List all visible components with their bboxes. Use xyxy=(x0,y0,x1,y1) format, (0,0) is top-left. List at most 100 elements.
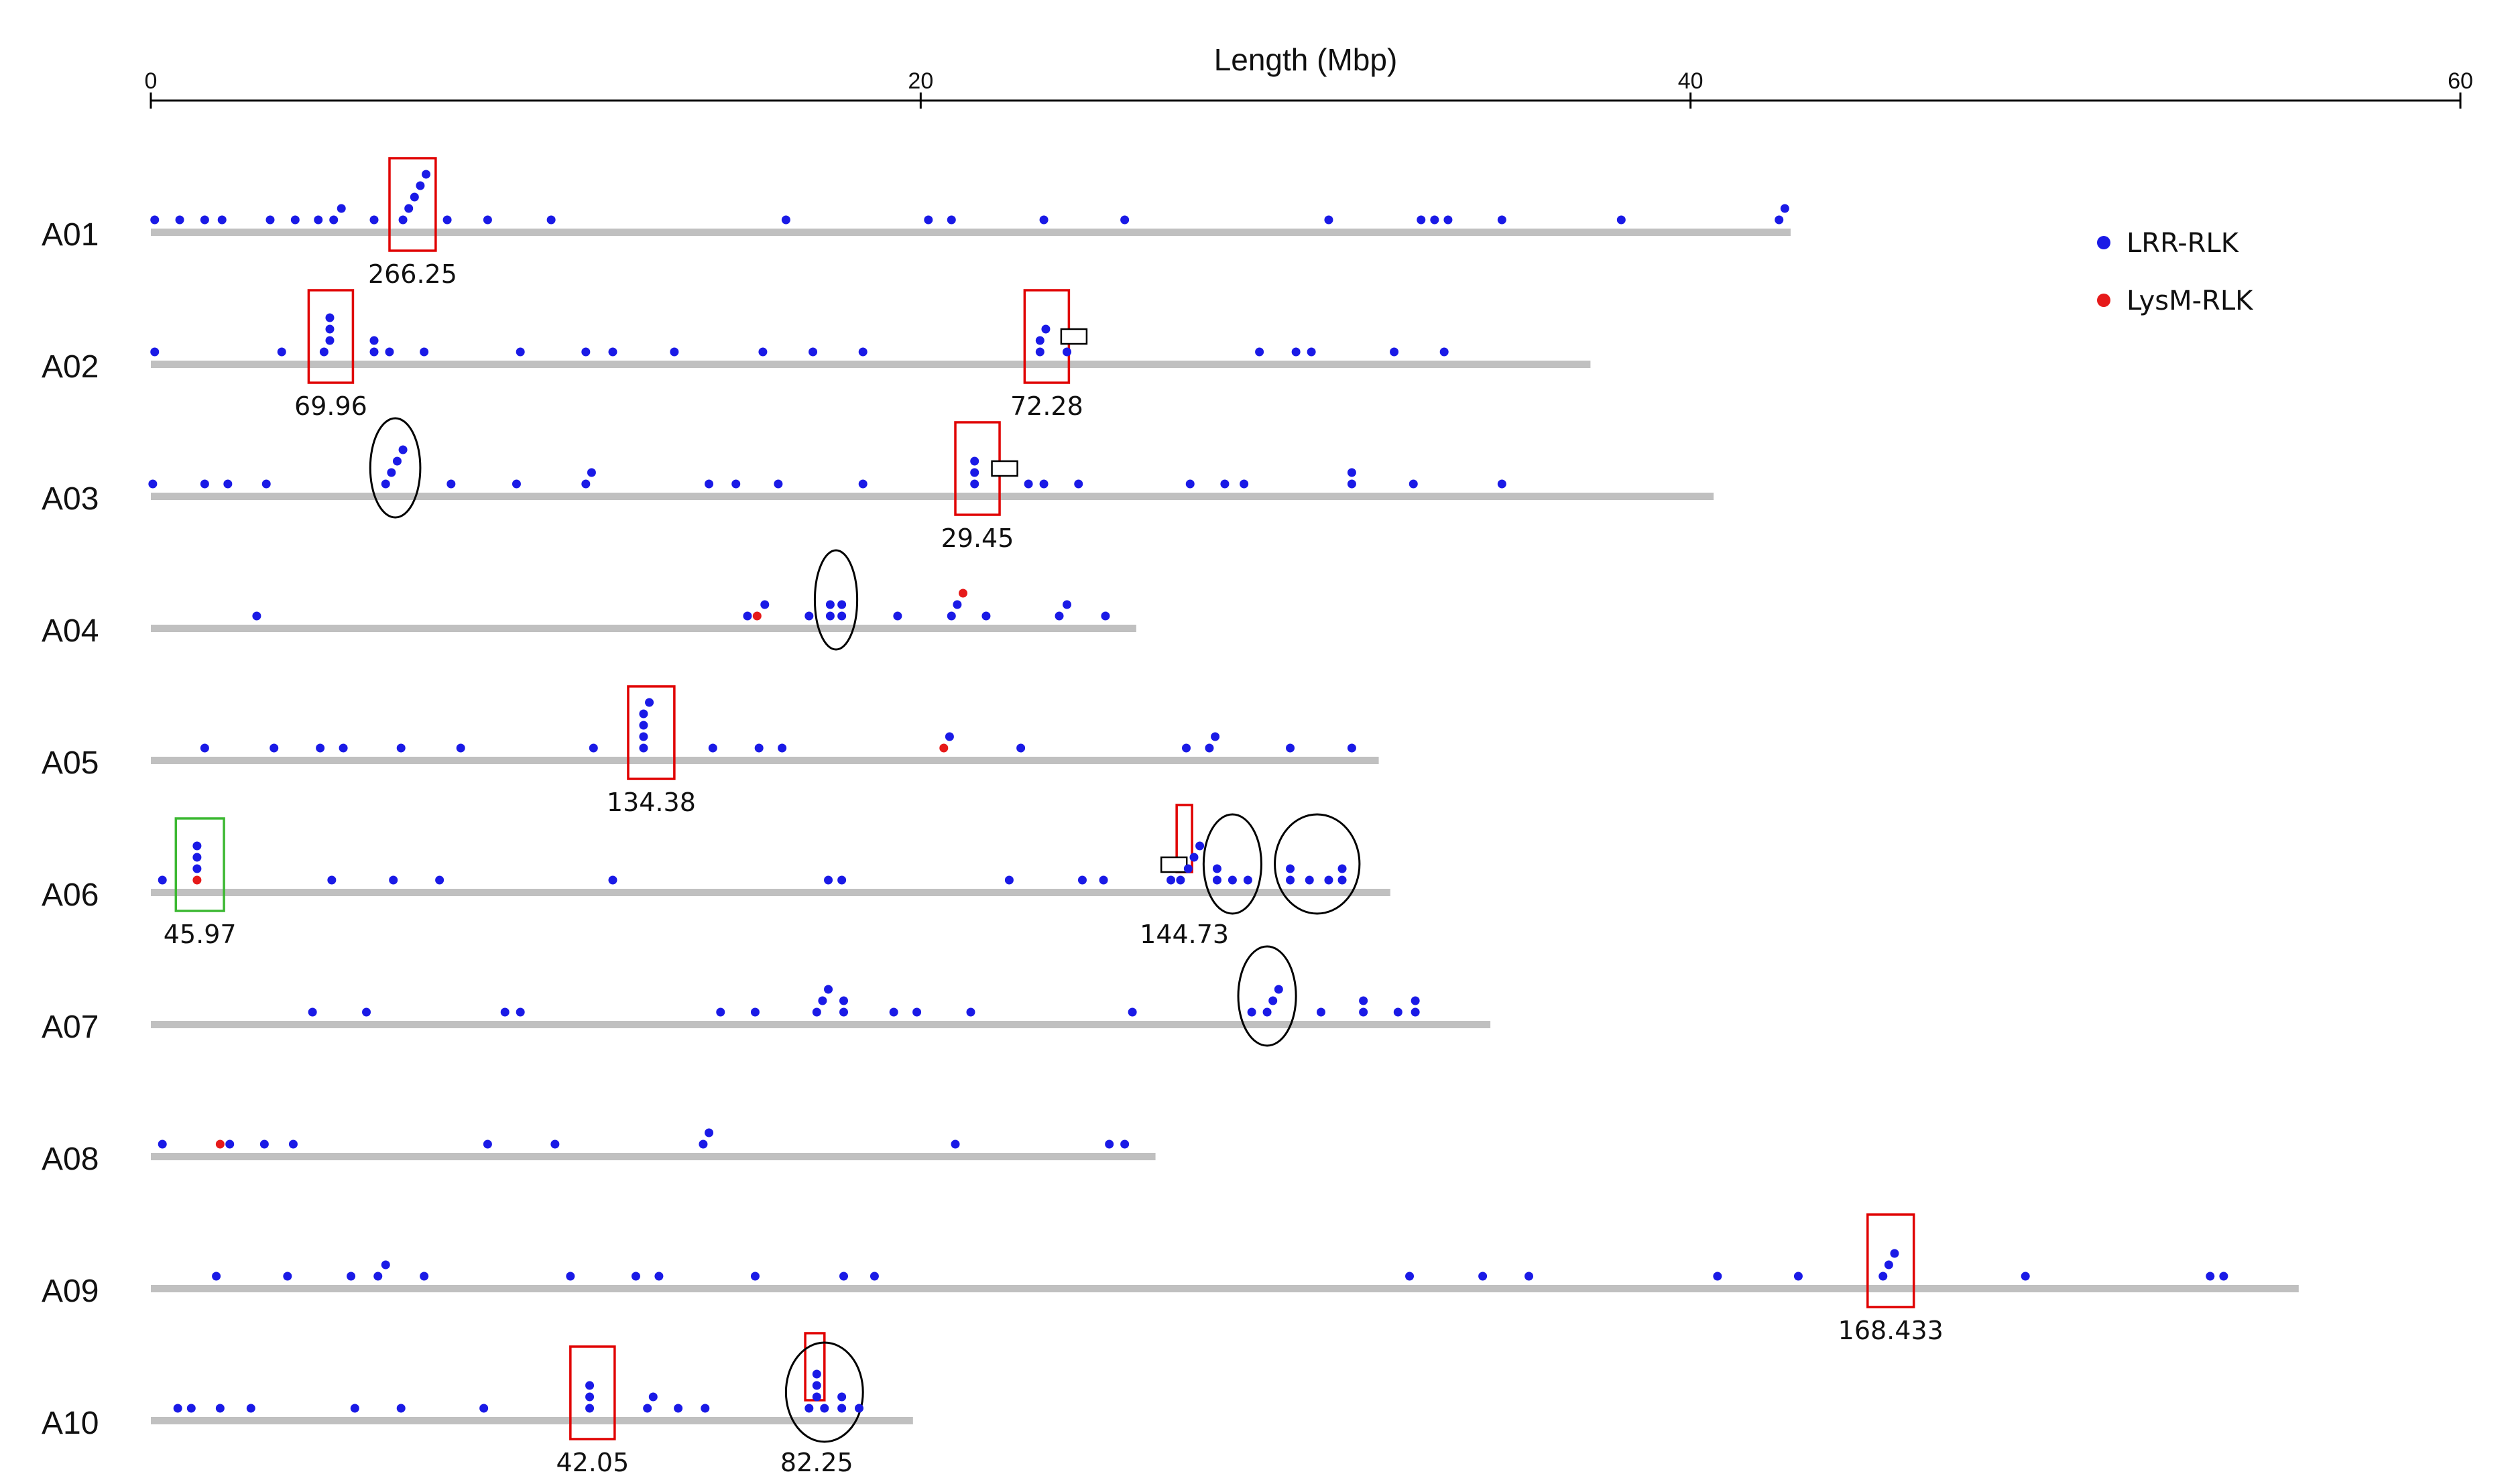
gene-dot xyxy=(858,347,868,357)
gene-dot xyxy=(215,1404,225,1413)
gene-dot xyxy=(837,600,847,609)
cluster-box xyxy=(627,685,676,780)
gene-dot xyxy=(824,875,833,885)
gene-dot xyxy=(325,324,335,334)
gene-dot xyxy=(1337,875,1347,885)
legend-label: LysM-RLK xyxy=(2127,286,2254,316)
gene-dot xyxy=(585,1392,595,1402)
gene-dot xyxy=(212,1272,221,1281)
gene-dot xyxy=(1286,864,1295,873)
gene-dot xyxy=(1185,479,1195,489)
gene-dot xyxy=(1305,875,1314,885)
gene-dot xyxy=(2206,1272,2215,1281)
gene-dot xyxy=(259,1139,269,1149)
gene-dot xyxy=(1039,479,1049,489)
gene-dot xyxy=(1497,215,1506,225)
gene-dot xyxy=(953,600,962,609)
gene-dot xyxy=(398,215,408,225)
gene-dot xyxy=(639,721,648,730)
gene-dot xyxy=(369,215,379,225)
gene-dot xyxy=(192,853,202,862)
gene-dot xyxy=(483,215,492,225)
gene-dot xyxy=(970,479,979,489)
gene-dot xyxy=(708,743,717,753)
gene-dot xyxy=(1240,479,1249,489)
gene-dot xyxy=(837,1392,847,1402)
gene-dot xyxy=(760,600,770,609)
gene-dot xyxy=(654,1272,664,1281)
gene-dot xyxy=(1409,479,1418,489)
gene-dot xyxy=(416,181,425,190)
chromosome-bar xyxy=(151,757,1379,764)
gene-dot xyxy=(674,1404,683,1413)
gene-dot xyxy=(837,875,847,885)
gene-dot xyxy=(435,875,444,885)
gene-dot xyxy=(442,215,452,225)
gene-dot xyxy=(639,743,648,753)
cluster-box xyxy=(388,157,437,252)
gene-dot xyxy=(608,347,617,357)
gene-dot xyxy=(1016,743,1026,753)
gene-dot xyxy=(585,1381,595,1390)
gene-dot xyxy=(1063,347,1072,357)
gene-dot xyxy=(200,743,209,753)
gene-dot xyxy=(215,1139,225,1149)
x-tick-label: 60 xyxy=(2448,68,2473,94)
gene-dot xyxy=(546,215,556,225)
gene-dot xyxy=(369,347,379,357)
gene-dot xyxy=(1411,996,1420,1005)
gene-dot xyxy=(1211,732,1220,741)
gene-dot xyxy=(645,698,654,707)
gene-dot xyxy=(1274,985,1283,994)
gene-dot xyxy=(752,611,762,621)
gene-dot xyxy=(587,468,596,477)
gene-dot xyxy=(774,479,783,489)
gene-dot xyxy=(456,743,465,753)
chromosome-label: A06 xyxy=(42,877,99,913)
gene-dot xyxy=(1074,479,1083,489)
gene-dot xyxy=(825,600,835,609)
cluster-label: 29.45 xyxy=(941,523,1014,553)
gene-dot xyxy=(804,1404,814,1413)
gene-dot xyxy=(381,479,390,489)
gene-dot xyxy=(316,743,325,753)
gene-dot xyxy=(858,479,868,489)
gene-dot xyxy=(350,1404,359,1413)
gene-dot xyxy=(404,204,414,213)
gene-dot xyxy=(824,985,833,994)
gene-dot xyxy=(1478,1272,1488,1281)
gene-dot xyxy=(1443,215,1453,225)
cluster-box xyxy=(1866,1213,1915,1308)
gene-dot xyxy=(1128,1007,1137,1017)
chromosome-bar xyxy=(151,229,1791,236)
cluster-label: 72.28 xyxy=(1010,391,1083,421)
gene-dot xyxy=(1220,479,1230,489)
gene-dot xyxy=(1099,875,1108,885)
gene-dot xyxy=(854,1404,863,1413)
gene-dot xyxy=(1212,864,1221,873)
gene-dot xyxy=(158,875,167,885)
gene-dot xyxy=(148,479,158,489)
gene-dot xyxy=(387,468,396,477)
gene-dot xyxy=(392,456,402,466)
gene-dot xyxy=(631,1272,640,1281)
gene-dot xyxy=(261,479,271,489)
gene-dot xyxy=(339,743,348,753)
gene-dot xyxy=(512,479,521,489)
gene-dot xyxy=(1793,1272,1803,1281)
gene-dot xyxy=(778,743,787,753)
gene-dot xyxy=(1101,611,1110,621)
gene-dot xyxy=(1393,1007,1402,1017)
gene-dot xyxy=(1411,1007,1420,1017)
gene-dot xyxy=(812,1007,821,1017)
gene-dot xyxy=(446,479,456,489)
gene-dot xyxy=(581,479,591,489)
gene-dot xyxy=(385,347,394,357)
gene-dot xyxy=(277,347,286,357)
gene-dot xyxy=(1167,875,1176,885)
gene-dot xyxy=(1055,611,1064,621)
gene-dot xyxy=(314,215,323,225)
gene-dot xyxy=(1616,215,1626,225)
gene-dot xyxy=(479,1404,489,1413)
